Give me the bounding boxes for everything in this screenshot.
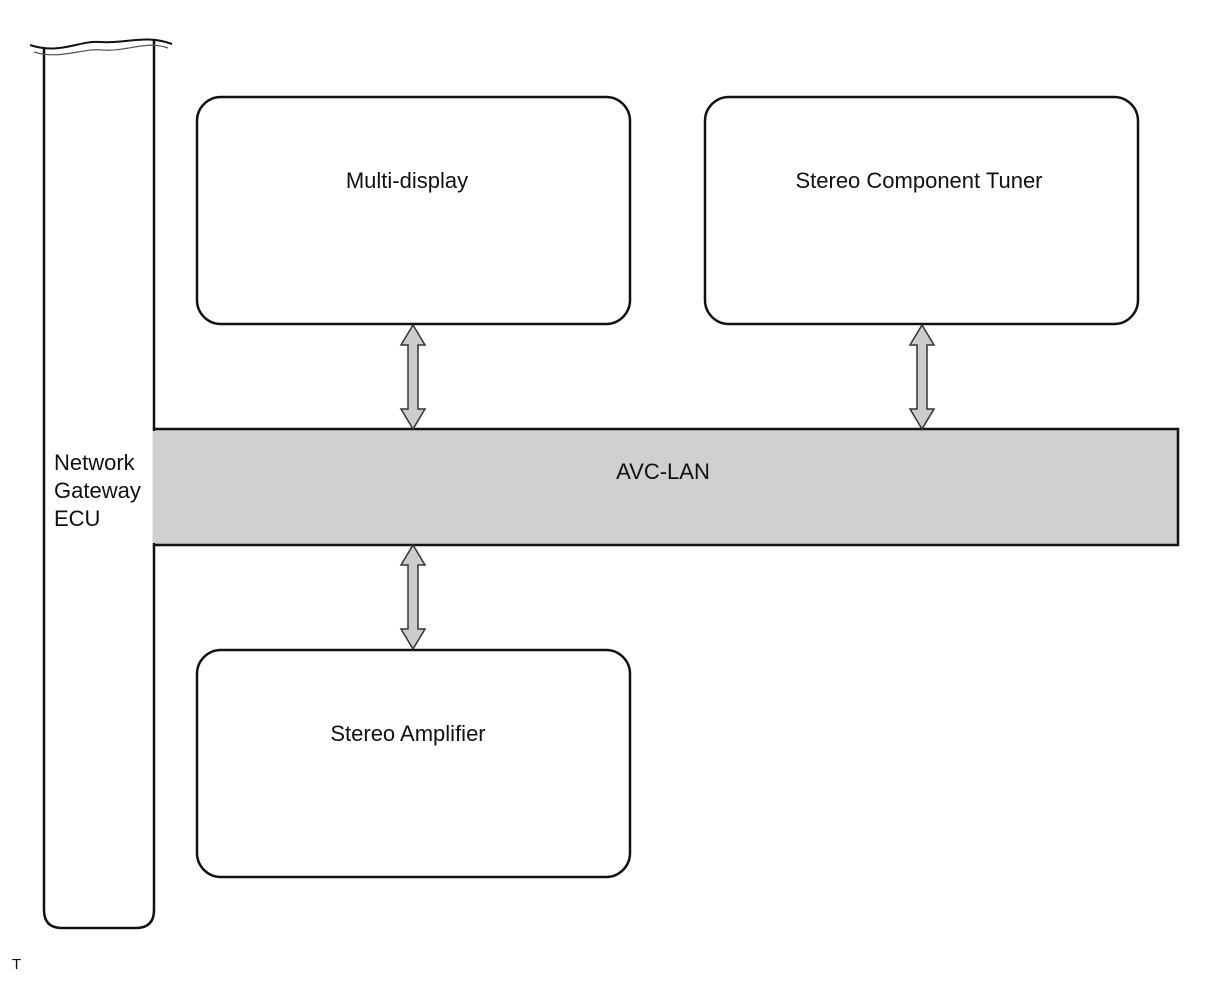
arrow-bus-amplifier (399, 543, 427, 651)
ecu-label-line-2: Gateway (54, 478, 141, 503)
stereo-component-tuner-box (703, 95, 1140, 326)
avc-lan-label: AVC-LAN (616, 459, 710, 484)
stereo-amplifier-label: Stereo Amplifier (330, 721, 485, 746)
ecu-break-line-shadow (33, 44, 169, 56)
arrow-tuner-bus (908, 323, 936, 431)
ecu-label-line-1: Network (54, 450, 136, 475)
connection-arrows (399, 323, 936, 651)
avc-lan-bus (152, 427, 1180, 547)
network-gateway-ecu-block (42, 40, 156, 930)
ecu-label-line-3: ECU (54, 506, 100, 531)
corner-mark: T (12, 956, 22, 973)
multi-display-box (195, 95, 632, 326)
multi-display-label: Multi-display (346, 168, 468, 193)
stereo-component-tuner-label: Stereo Component Tuner (795, 168, 1042, 193)
stereo-amplifier-box (195, 648, 632, 879)
ecu-break-line (29, 38, 173, 50)
arrow-multi-display-bus (399, 323, 427, 431)
